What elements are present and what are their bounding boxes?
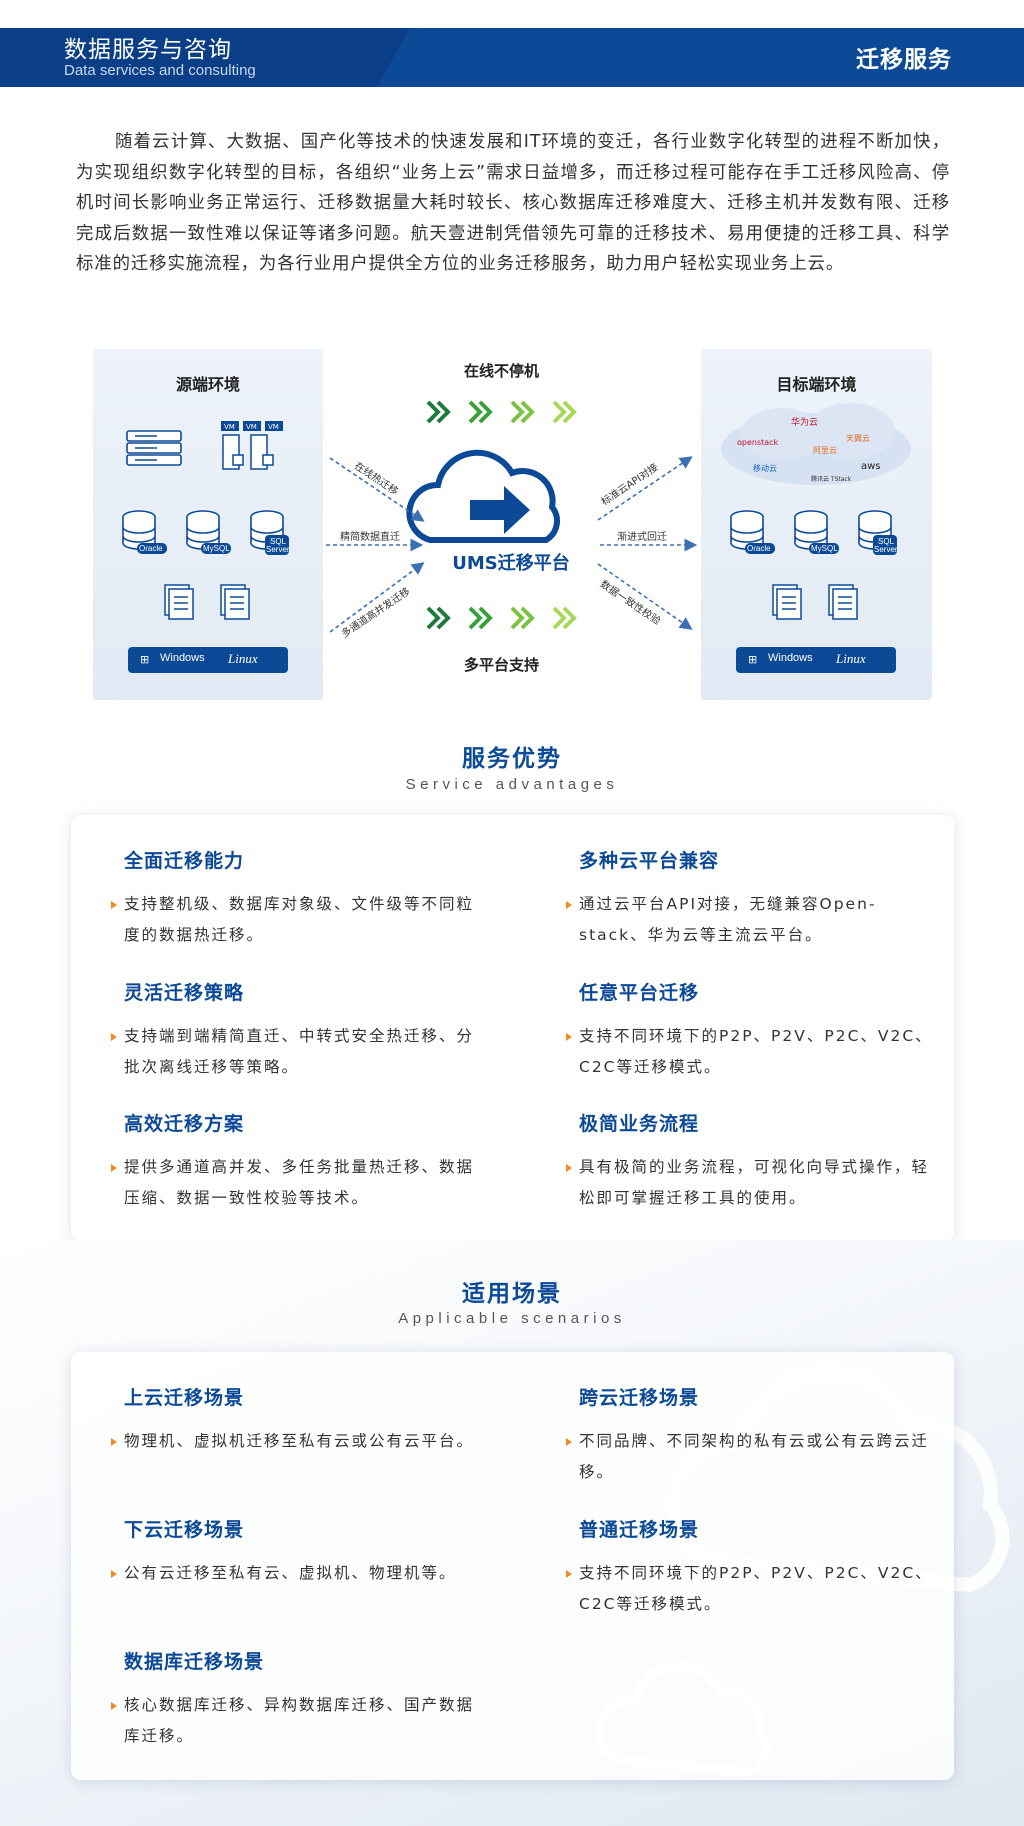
scenario-item: 上云迁移场景 物理机、虚拟机迁移至私有云或公有云平台。 xyxy=(111,1383,484,1457)
intro-paragraph: 随着云计算、大数据、国产化等技术的快速发展和IT环境的变迁，各行业数字化转型的进… xyxy=(76,132,950,274)
database-icon: MySQL xyxy=(186,510,231,554)
cloud-huawei: 华为云 xyxy=(791,416,818,428)
os-windows: Windows xyxy=(768,652,813,664)
svg-text:Oracle: Oracle xyxy=(139,544,163,553)
scenario-text: 公有云迁移至私有云、虚拟机、物理机等。 xyxy=(111,1558,484,1589)
advantage-item: 高效迁移方案 提供多通道高并发、多任务批量热迁移、数据压缩、数据一致性校验等技术… xyxy=(111,1109,484,1214)
cloud-platform-icon xyxy=(406,449,560,543)
file-icon xyxy=(828,584,858,620)
scenario-item: 普通迁移场景 支持不同环境下的P2P、P2V、P2C、V2C、C2C等迁移模式。 xyxy=(566,1515,939,1620)
arrow-label: 渐进式回迁 xyxy=(617,532,667,543)
server-rack-icon xyxy=(126,430,182,466)
os-linux: Linux xyxy=(228,651,258,666)
source-icons: VM VM VM Oracle MySQL SQL Server xyxy=(122,421,290,620)
database-icon: Oracle xyxy=(122,510,167,554)
target-title: 目标端环境 xyxy=(776,375,857,394)
advantage-item: 多种云平台兼容 通过云平台API对接，无缝兼容Open-stack、华为云等主流… xyxy=(566,846,939,951)
cloud-tianyi: 天翼云 xyxy=(846,434,870,443)
bottom-label: 多平台支持 xyxy=(464,656,540,674)
target-icons: 华为云 openstack 天翼云 阿里云 移动云 aws 腾讯云 TStack… xyxy=(721,403,911,620)
advantage-text: 支持不同环境下的P2P、P2V、P2C、V2C、C2C等迁移模式。 xyxy=(566,1021,939,1083)
scenario-text: 支持不同环境下的P2P、P2V、P2C、V2C、C2C等迁移模式。 xyxy=(566,1558,939,1620)
scenarios-card: 上云迁移场景 物理机、虚拟机迁移至私有云或公有云平台。 跨云迁移场景 不同品牌、… xyxy=(71,1352,954,1780)
arrow-label: 精简数据直迁 xyxy=(340,532,400,543)
scenario-title: 上云迁移场景 xyxy=(124,1387,245,1409)
advantage-text: 支持端到端精简直迁、中转式安全热迁移、分批次离线迁移等策略。 xyxy=(111,1021,484,1083)
svg-text:Oracle: Oracle xyxy=(747,544,771,553)
header-title: 数据服务与咨询 xyxy=(64,37,232,63)
chevron-arrows-icon xyxy=(426,400,577,424)
os-windows: Windows xyxy=(160,652,205,664)
scenario-text: 物理机、虚拟机迁移至私有云或公有云平台。 xyxy=(111,1426,484,1457)
svg-text:MySQL: MySQL xyxy=(203,544,230,553)
vm-label: VM xyxy=(224,423,235,431)
cloud-tstack: 腾讯云 TStack xyxy=(811,475,852,483)
advantages-card: 全面迁移能力 支持整机级、数据库对象级、文件级等不同粒度的数据热迁移。 多种云平… xyxy=(71,815,954,1242)
advantage-item: 任意平台迁移 支持不同环境下的P2P、P2V、P2C、V2C、C2C等迁移模式。 xyxy=(566,978,939,1083)
advantage-title: 极简业务流程 xyxy=(579,1113,700,1135)
scenario-text: 不同品牌、不同架构的私有云或公有云跨云迁移。 xyxy=(566,1426,939,1488)
svg-text:SQL: SQL xyxy=(878,537,895,546)
platform-label: UMS迁移平台 xyxy=(452,553,570,574)
advantage-text: 支持整机级、数据库对象级、文件级等不同粒度的数据热迁移。 xyxy=(111,889,484,951)
source-panel: 源端环境 VM VM VM Oracle MySQL xyxy=(93,349,323,700)
target-panel: 目标端环境 华为云 openstack 天翼云 阿里云 移动云 aws 腾讯云 … xyxy=(701,349,932,700)
vm-label: VM xyxy=(268,423,279,431)
chevron-arrows-icon xyxy=(426,606,577,630)
scenario-item: 下云迁移场景 公有云迁移至私有云、虚拟机、物理机等。 xyxy=(111,1515,484,1589)
header-band: 数据服务与咨询 Data services and consulting 迁移服… xyxy=(0,28,1024,87)
advantages-title: 服务优势 xyxy=(462,746,562,772)
advantages-subtitle: Service advantages xyxy=(405,776,619,793)
advantage-text: 通过云平台API对接，无缝兼容Open-stack、华为云等主流云平台。 xyxy=(566,889,939,951)
database-icon: Oracle xyxy=(730,510,775,554)
header-subtitle: Data services and consulting xyxy=(64,62,256,79)
advantage-title: 多种云平台兼容 xyxy=(579,850,720,872)
scenario-item: 跨云迁移场景 不同品牌、不同架构的私有云或公有云跨云迁移。 xyxy=(566,1383,939,1488)
vm-label: VM xyxy=(246,423,257,431)
svg-text:MySQL: MySQL xyxy=(811,544,838,553)
advantage-item: 全面迁移能力 支持整机级、数据库对象级、文件级等不同粒度的数据热迁移。 xyxy=(111,846,484,951)
advantage-text: 具有极简的业务流程，可视化向导式操作，轻松即可掌握迁移工具的使用。 xyxy=(566,1152,939,1214)
scenario-title: 下云迁移场景 xyxy=(124,1519,245,1541)
windows-icon: ⊞ xyxy=(140,653,150,666)
scenarios-title: 适用场景 xyxy=(462,1281,562,1307)
vm-icon: VM VM VM xyxy=(221,421,283,470)
advantage-item: 极简业务流程 具有极简的业务流程，可视化向导式操作，轻松即可掌握迁移工具的使用。 xyxy=(566,1109,939,1214)
os-bar: ⊞ Windows Linux xyxy=(736,647,896,673)
cloud-openstack: openstack xyxy=(737,438,779,447)
advantage-title: 全面迁移能力 xyxy=(124,850,245,872)
cloud-aws: aws xyxy=(861,461,881,472)
advantage-title: 高效迁移方案 xyxy=(124,1113,245,1135)
database-icon: SQL Server xyxy=(858,510,898,555)
advantage-item: 灵活迁移策略 支持端到端精简直迁、中转式安全热迁移、分批次离线迁移等策略。 xyxy=(111,978,484,1083)
advantage-title: 任意平台迁移 xyxy=(579,982,700,1004)
source-title: 源端环境 xyxy=(175,375,240,394)
cloud-aliyun: 阿里云 xyxy=(813,446,837,455)
scenario-title: 数据库迁移场景 xyxy=(124,1651,265,1673)
file-icon xyxy=(164,584,194,620)
advantage-text: 提供多通道高并发、多任务批量热迁移、数据压缩、数据一致性校验等技术。 xyxy=(111,1152,484,1214)
file-icon xyxy=(772,584,802,620)
os-bar: ⊞ Windows Linux xyxy=(128,647,288,673)
database-icon: SQL Server xyxy=(250,510,290,555)
svg-text:SQL: SQL xyxy=(270,537,287,546)
file-icon xyxy=(220,584,250,620)
database-icon: MySQL xyxy=(794,510,839,554)
top-label: 在线不停机 xyxy=(464,362,540,380)
scenarios-subtitle: Applicable scenarios xyxy=(398,1310,626,1327)
cloud-vendors-icon: 华为云 openstack 天翼云 阿里云 移动云 aws 腾讯云 TStack xyxy=(721,403,911,485)
cloud-yidong: 移动云 xyxy=(753,463,777,473)
windows-icon: ⊞ xyxy=(748,653,758,666)
header-right-title: 迁移服务 xyxy=(856,47,952,73)
os-linux: Linux xyxy=(836,651,866,666)
svg-text:Server: Server xyxy=(874,545,898,554)
scenario-item: 数据库迁移场景 核心数据库迁移、异构数据库迁移、国产数据库迁移。 xyxy=(111,1647,484,1752)
svg-text:Server: Server xyxy=(266,545,290,554)
scenario-text: 核心数据库迁移、异构数据库迁移、国产数据库迁移。 xyxy=(111,1690,484,1752)
scenario-title: 跨云迁移场景 xyxy=(579,1387,700,1409)
migration-flow xyxy=(326,400,698,633)
header-left-block xyxy=(0,28,410,87)
advantage-title: 灵活迁移策略 xyxy=(124,982,245,1004)
scenario-title: 普通迁移场景 xyxy=(579,1519,700,1541)
